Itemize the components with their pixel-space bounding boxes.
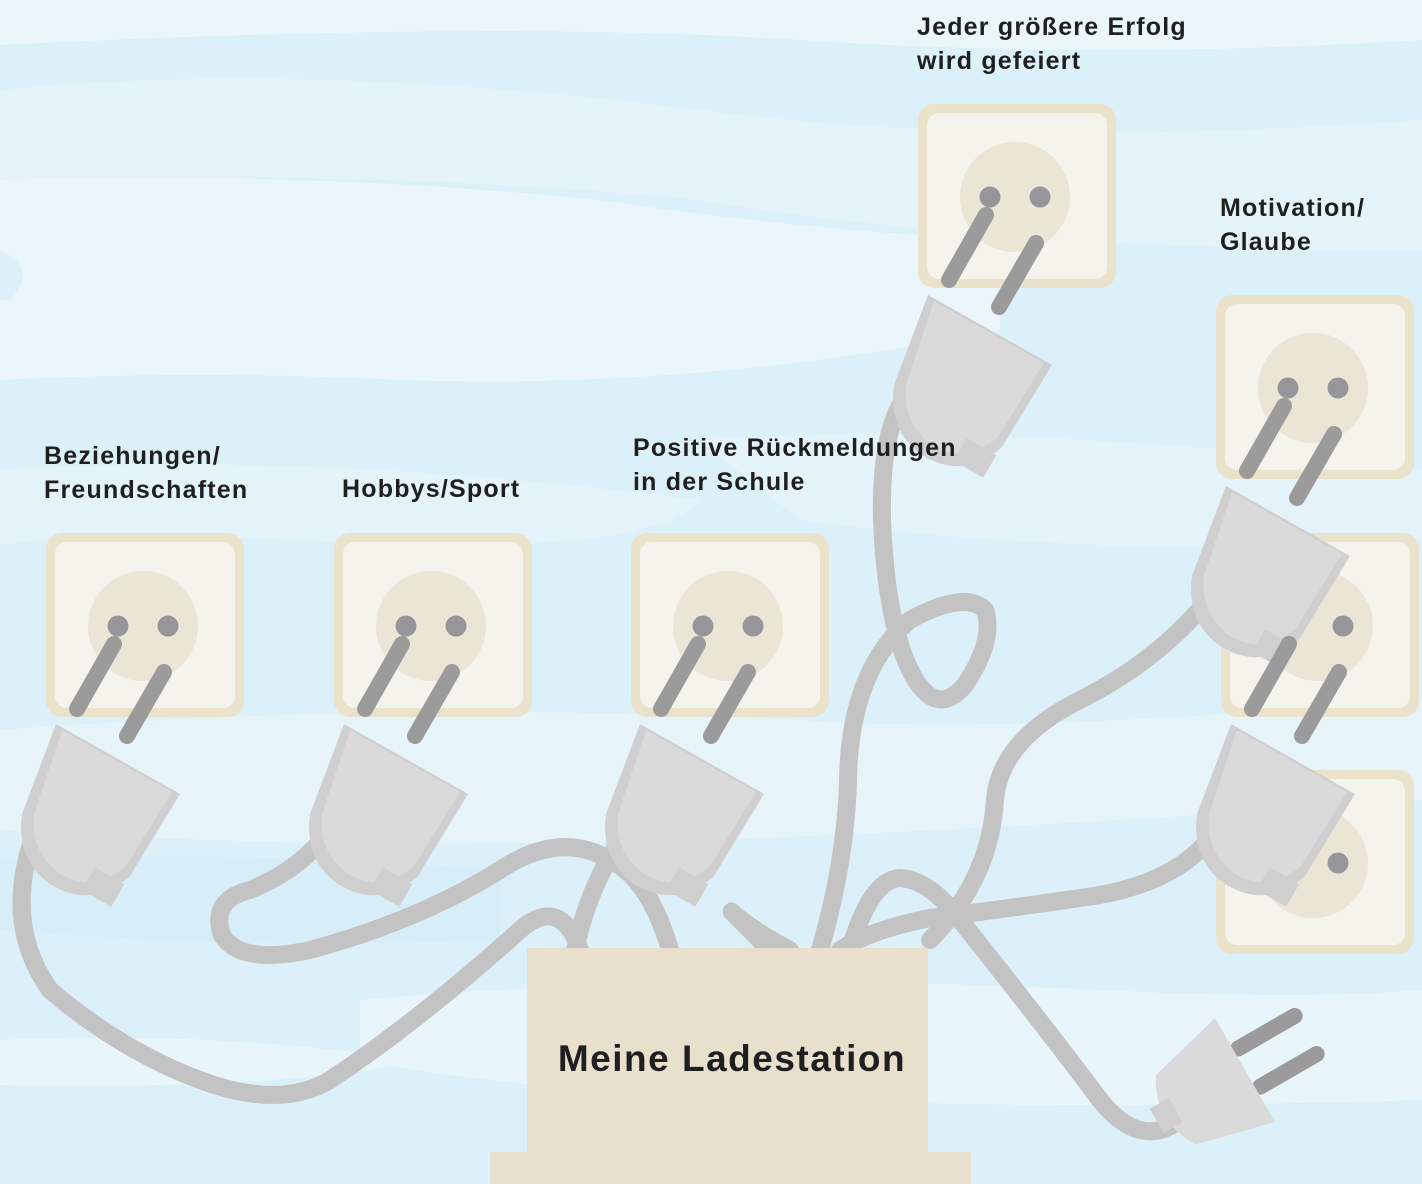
cable-icon (840, 835, 1212, 950)
label-school: Positive Rückmeldungen in der Schule (633, 431, 957, 499)
cable-icon (732, 912, 790, 950)
station-label: Meine Ladestation (527, 1028, 937, 1090)
label-hobbies: Hobbys/Sport (342, 472, 520, 506)
label-success: Jeder größere Erfolg wird gefeiert (917, 10, 1187, 78)
label-relationships: Beziehungen/ Freundschaften (44, 439, 248, 507)
label-motivation: Motivation/ Glaube (1220, 191, 1365, 259)
